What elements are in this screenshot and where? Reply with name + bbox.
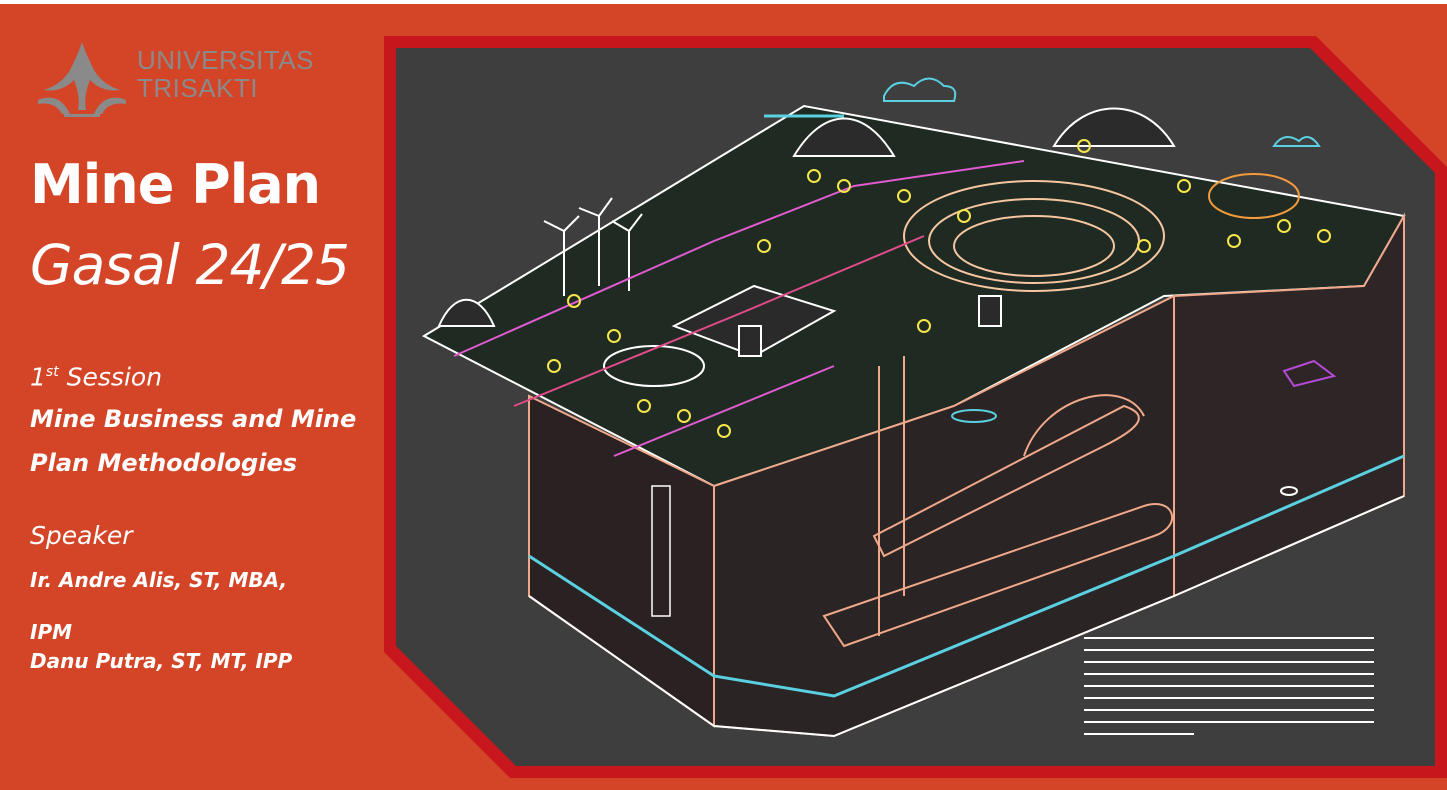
university-name-line2: TRISAKTI — [137, 73, 259, 103]
university-name: UNIVERSITAS TRISAKTI — [137, 46, 314, 102]
trisakti-emblem-icon — [38, 42, 126, 117]
open-pit-mid — [928, 198, 1140, 284]
mine-illustration — [384, 36, 1447, 778]
speaker-1: Ir. Andre Alis, ST, MBA, IPM — [30, 567, 340, 671]
cloud-1 — [883, 77, 957, 102]
session-label: 1st Session — [30, 356, 162, 393]
mountain-1 — [792, 117, 896, 157]
processing-plant — [671, 284, 837, 358]
underground-lens-2 — [1280, 486, 1298, 496]
pond — [1208, 173, 1300, 219]
slide-subtitle: Gasal 24/25 — [30, 233, 350, 297]
road-3 — [613, 365, 835, 457]
caption-block — [1084, 637, 1374, 735]
trees — [547, 139, 1331, 438]
road-1 — [453, 160, 1025, 357]
underground-lens — [951, 409, 997, 423]
silo — [978, 295, 1002, 327]
open-pit-outer — [903, 180, 1165, 292]
base-line — [528, 495, 1405, 738]
university-logo: UNIVERSITAS TRISAKTI — [34, 40, 334, 120]
deposit-marker — [1282, 359, 1337, 388]
speaker-1-line2: IPM — [30, 620, 73, 644]
session-topic-line1: Mine Business and Mine — [30, 405, 357, 433]
session-number: 1 — [30, 362, 46, 392]
mine-site-cross-section-illustration — [384, 36, 1447, 778]
session-topic: Mine Business and Mine Plan Methodologie… — [30, 397, 380, 485]
road-2 — [513, 235, 925, 407]
silo-2 — [738, 325, 762, 357]
water-layer — [528, 454, 1405, 698]
tunnel-upper — [872, 404, 1140, 558]
tunnel-lower — [822, 503, 1174, 648]
session-topic-line2: Plan Methodologies — [30, 449, 298, 477]
mountain-2 — [1052, 107, 1176, 147]
ventilation-shaft — [651, 485, 671, 617]
session-word: Session — [66, 362, 163, 392]
speaker-1-line1: Ir. Andre Alis, ST, MBA, — [30, 568, 288, 592]
session-ordinal: st — [45, 364, 59, 380]
slide-title: Mine Plan — [30, 153, 321, 216]
block-right-face — [1173, 212, 1405, 598]
mountain-3 — [437, 298, 496, 327]
cloud-3 — [1272, 136, 1321, 147]
speaker-label: Speaker — [30, 521, 133, 550]
speaker-2: Danu Putra, ST, MT, IPP — [30, 649, 293, 673]
ore-body — [1023, 394, 1145, 457]
university-name-line1: UNIVERSITAS — [137, 45, 314, 75]
storage-tank — [603, 345, 705, 387]
open-pit-inner — [953, 215, 1115, 277]
wind-turbines — [543, 197, 643, 296]
